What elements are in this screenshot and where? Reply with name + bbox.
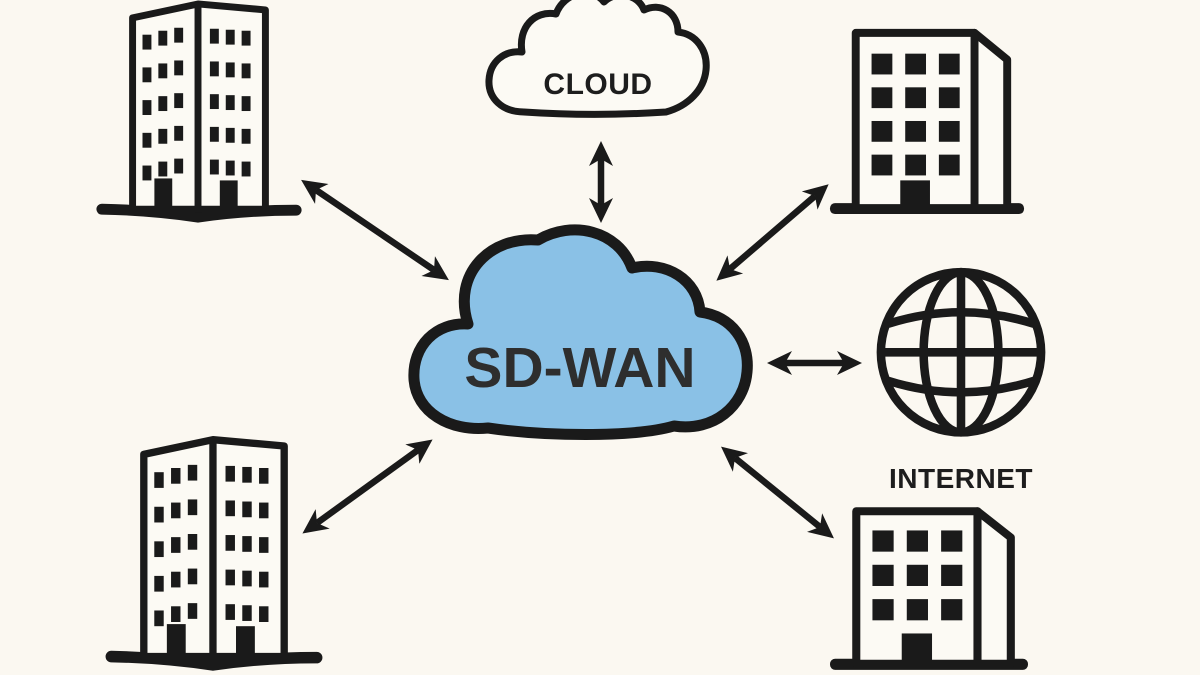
arrow-sdwan-branch-bottom-left bbox=[302, 439, 433, 534]
internet-label: INTERNET bbox=[889, 463, 1033, 494]
branch-office-top-right bbox=[828, 20, 1026, 218]
branch-office-bottom-left bbox=[104, 433, 324, 675]
globe-icon bbox=[876, 267, 1046, 437]
office-building-icon bbox=[828, 20, 1026, 218]
sdwan-cloud-icon bbox=[408, 224, 753, 440]
branch-office-top-left bbox=[94, 0, 304, 228]
office-building-icon bbox=[94, 0, 304, 228]
sdwan-label: SD-WAN bbox=[464, 336, 696, 400]
sdwan-node: SD-WAN bbox=[402, 222, 758, 448]
office-building-icon bbox=[828, 500, 1030, 674]
internet-node: INTERNET bbox=[872, 263, 1050, 495]
office-building-icon bbox=[104, 433, 324, 675]
cloud-node: CLOUD bbox=[480, 0, 716, 125]
cloud-label: CLOUD bbox=[543, 68, 653, 101]
cloud-outline-icon bbox=[485, 0, 710, 118]
arrow-sdwan-branch-bottom-right bbox=[721, 446, 834, 539]
branch-office-bottom-right bbox=[828, 500, 1030, 674]
